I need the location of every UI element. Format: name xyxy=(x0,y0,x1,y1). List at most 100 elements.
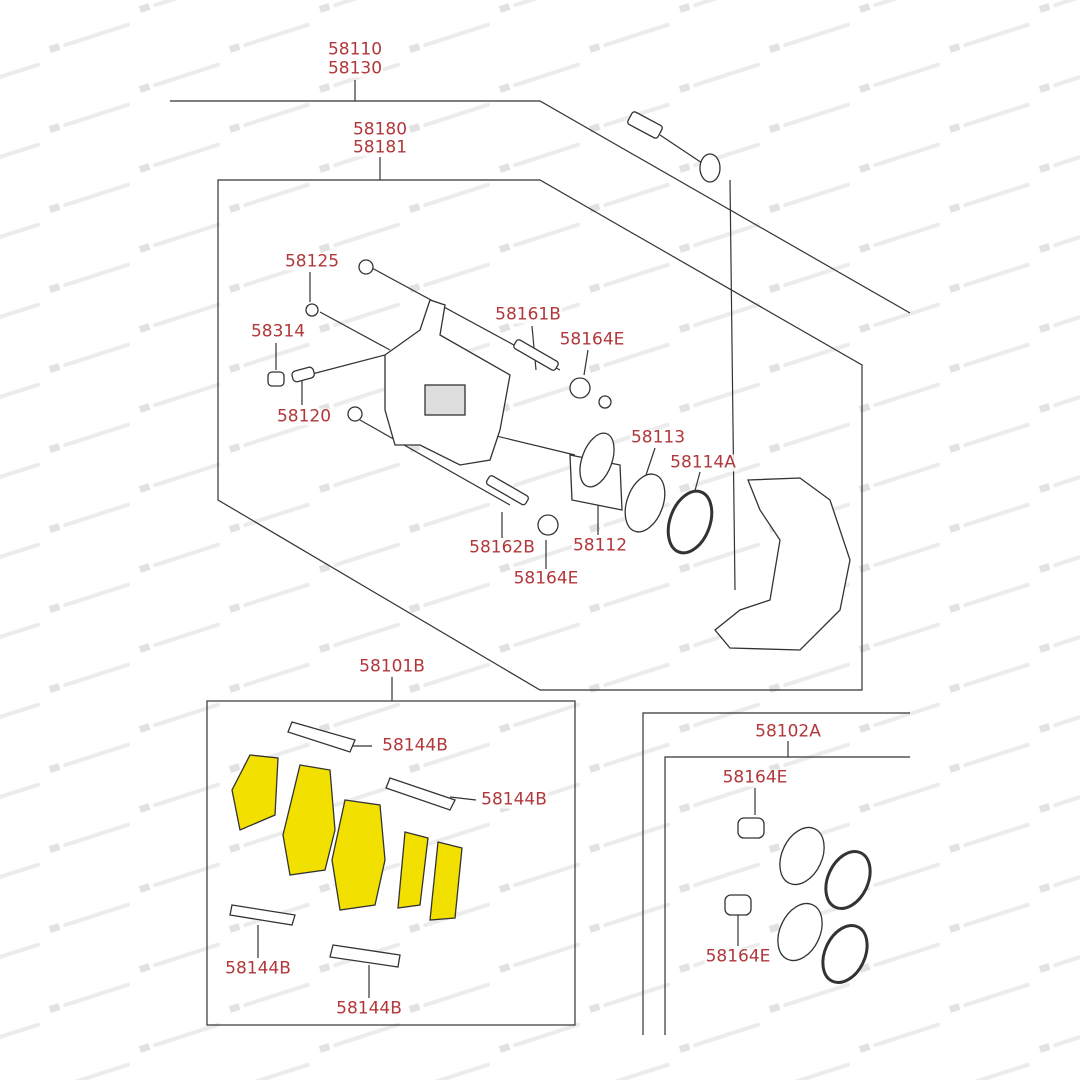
watermark-mark xyxy=(0,302,40,328)
watermark-mark xyxy=(138,942,220,973)
watermark-mark xyxy=(318,302,400,333)
watermark-mark xyxy=(588,822,670,853)
pad-kit-box xyxy=(206,700,576,1026)
watermark-mark xyxy=(1038,702,1080,733)
watermark-mark xyxy=(948,662,1030,693)
watermark-mark xyxy=(48,262,130,293)
watermark-mark xyxy=(768,982,850,1013)
watermark-mark xyxy=(678,542,760,573)
watermark-mark xyxy=(768,22,850,53)
part-label[interactable]: 58113 xyxy=(629,427,687,448)
part-label[interactable]: 58144B xyxy=(335,998,403,1019)
part-label[interactable]: 58144B xyxy=(480,789,548,810)
watermark-mark xyxy=(948,902,1030,933)
part-label[interactable]: 58102A xyxy=(754,721,822,742)
watermark-mark xyxy=(408,662,490,693)
watermark-mark xyxy=(678,702,760,733)
watermark-mark xyxy=(588,742,670,773)
watermark-mark xyxy=(948,342,1030,373)
watermark-mark xyxy=(1038,542,1080,573)
part-label[interactable]: 58114A xyxy=(669,452,737,473)
watermark-mark xyxy=(0,142,40,168)
watermark-mark xyxy=(678,302,760,333)
watermark-mark xyxy=(138,542,220,573)
watermark-mark xyxy=(0,942,40,968)
part-label[interactable]: 58112 xyxy=(571,535,629,556)
watermark-mark xyxy=(1038,0,1080,13)
part-label[interactable]: 58164E xyxy=(512,568,580,589)
watermark-mark xyxy=(948,822,1030,853)
watermark-mark xyxy=(48,102,130,133)
part-label[interactable]: 58110 xyxy=(326,39,384,60)
caliper-window xyxy=(424,384,466,416)
watermark-mark xyxy=(138,0,220,13)
boot-ring-part xyxy=(824,850,872,910)
piston-face xyxy=(579,432,615,488)
part-label[interactable]: 58161B xyxy=(494,304,562,325)
watermark-mark xyxy=(408,902,490,933)
watermark-mark xyxy=(588,342,670,373)
clip-part xyxy=(329,944,401,968)
bolt-part xyxy=(347,406,363,422)
watermark-mark xyxy=(48,982,130,1013)
watermark-mark xyxy=(678,222,760,253)
part-label[interactable]: 58144B xyxy=(224,958,292,979)
watermark-mark xyxy=(948,422,1030,453)
watermark-mark xyxy=(318,622,400,653)
watermark-mark xyxy=(228,182,310,213)
part-label[interactable]: 58101B xyxy=(358,656,426,677)
watermark-mark xyxy=(0,782,40,808)
part-label[interactable]: 58120 xyxy=(275,406,333,427)
seal-kit-frame-inner xyxy=(664,756,910,1035)
watermark-mark xyxy=(858,702,940,733)
watermark-mark xyxy=(948,22,1030,53)
watermark-mark xyxy=(408,582,490,613)
seal-kit-frame-outer xyxy=(642,712,910,1035)
part-label[interactable]: 58164E xyxy=(721,767,789,788)
part-label[interactable]: 58164E xyxy=(558,329,626,350)
part-label[interactable]: 58144B xyxy=(381,735,449,756)
watermark-mark xyxy=(423,1062,490,1080)
watermark-mark xyxy=(858,222,940,253)
part-label[interactable]: 58164E xyxy=(704,946,772,967)
watermark-mark xyxy=(1038,1022,1080,1053)
cap-part xyxy=(267,371,285,387)
watermark-mark xyxy=(1038,222,1080,253)
watermark-mark xyxy=(48,182,130,213)
watermark-mark xyxy=(228,22,310,53)
watermark-mark xyxy=(588,262,670,293)
clip-part xyxy=(287,721,356,753)
watermark-mark xyxy=(138,622,220,653)
watermark-mark xyxy=(498,542,580,573)
brake-pad-shim-outer xyxy=(231,754,279,831)
watermark-mark xyxy=(678,382,760,413)
watermark-mark xyxy=(948,262,1030,293)
watermark-mark xyxy=(1038,302,1080,333)
watermark-mark xyxy=(138,1022,220,1053)
part-label[interactable]: 58181 xyxy=(351,137,409,158)
part-label[interactable]: 58125 xyxy=(283,251,341,272)
guide-pin-part xyxy=(485,475,529,506)
watermark-mark xyxy=(0,862,40,888)
watermark-mark xyxy=(318,222,400,253)
watermark-mark xyxy=(318,0,400,13)
watermark-mark xyxy=(0,702,40,728)
boot-ring-part xyxy=(821,924,869,984)
part-label[interactable]: 58162B xyxy=(468,537,536,558)
watermark-mark xyxy=(678,62,760,93)
watermark-mark xyxy=(948,582,1030,613)
watermark-mark xyxy=(243,1062,310,1080)
watermark-mark xyxy=(498,862,580,893)
watermark-mark xyxy=(678,0,760,13)
watermark-mark xyxy=(498,0,580,13)
seal-ring-part xyxy=(624,473,666,533)
watermark-mark xyxy=(1038,382,1080,413)
part-label[interactable]: 58314 xyxy=(249,321,307,342)
watermark-mark xyxy=(0,462,40,488)
watermark-mark xyxy=(588,902,670,933)
part-label[interactable]: 58180 xyxy=(351,119,409,140)
watermark-mark xyxy=(1038,142,1080,173)
part-label[interactable]: 58130 xyxy=(326,58,384,79)
watermark-mark xyxy=(858,0,940,13)
watermark-mark xyxy=(228,982,310,1013)
